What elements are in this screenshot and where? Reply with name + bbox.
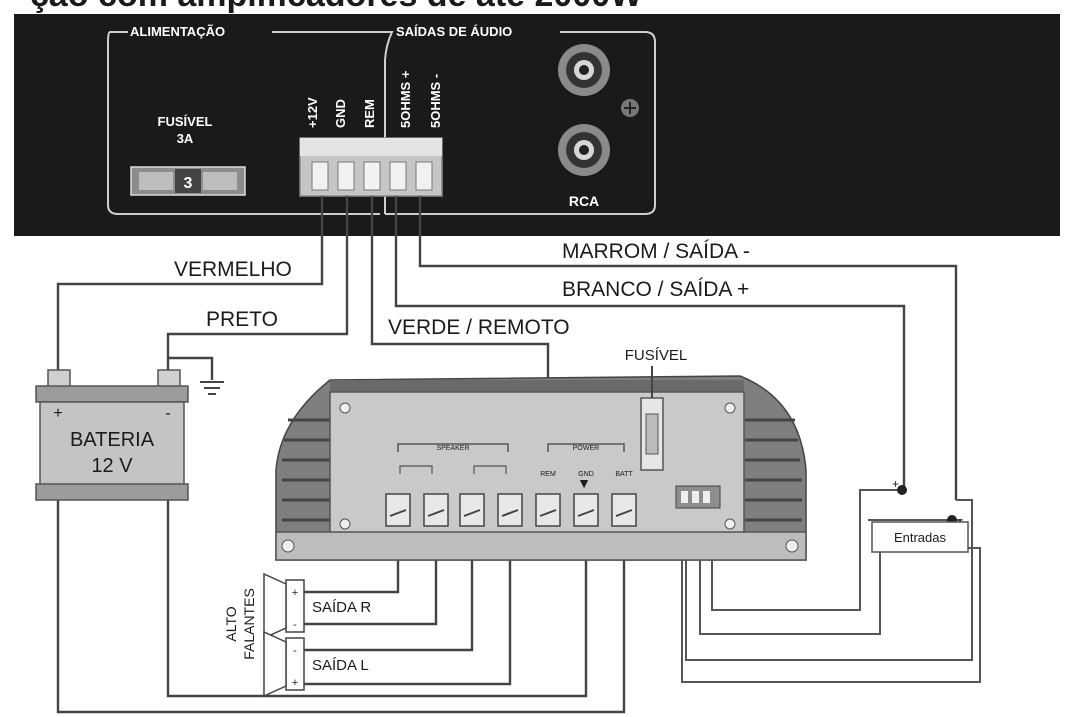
fuse-value: 3 [184, 175, 193, 192]
head-unit-panel: ALIMENTAÇÃO SAÍDAS DE ÁUDIO FUSÍVEL 3A 3… [14, 14, 1060, 236]
svg-text:-: - [165, 405, 170, 422]
battery-label: BATERIA [70, 429, 155, 451]
svg-text:+: + [292, 587, 298, 599]
inputs-box: + - [871, 477, 969, 553]
ground-arrow-icon: ▼ [577, 475, 591, 491]
rca-jack-bottom-icon [558, 124, 610, 176]
speakers-group-label: ALTO [223, 606, 239, 641]
fuse-label: FUSÍVEL [158, 114, 213, 129]
speaker-left-label: SAÍDA L [312, 657, 369, 674]
svg-text:-: - [293, 619, 297, 631]
speakers-group-label-2: FALANTES [241, 588, 257, 660]
amplifier-icon [275, 375, 807, 561]
audio-group-label: SAÍDAS DE ÁUDIO [396, 24, 512, 39]
power-group-label: ALIMENTAÇÃO [130, 24, 225, 39]
amp-terminal-label-gnd: GND [578, 471, 594, 478]
speaker-right-icon: + - [263, 572, 305, 640]
amp-terminal-strip [385, 493, 637, 527]
fuse-rating: 3A [177, 131, 194, 146]
terminal-block [299, 137, 443, 197]
amp-terminal-label-batt: BATT [615, 471, 633, 478]
ground-screw-icon [621, 99, 639, 117]
battery-icon: + - [35, 369, 189, 501]
svg-text:+: + [53, 405, 62, 422]
svg-text:-: - [958, 511, 963, 528]
wire-label-white: BRANCO / SAÍDA + [562, 278, 749, 301]
svg-text:-: - [293, 645, 297, 657]
wire-label-brown: MARROM / SAÍDA - [562, 240, 750, 263]
battery-voltage: 12 V [91, 455, 133, 477]
amp-power-group-label: POWER [573, 445, 599, 452]
amp-speaker-group-label: SPEAKER [436, 445, 469, 452]
terminal-label-5ohms-minus: 5OHMS - [428, 74, 443, 128]
speaker-right-label: SAÍDA R [312, 599, 371, 616]
terminal-label-5ohms-plus: 5OHMS + [398, 70, 413, 128]
speaker-left-icon: - + [263, 630, 305, 698]
terminal-label-rem: REM [362, 99, 377, 128]
wire-label-green: VERDE / REMOTO [388, 316, 570, 339]
svg-text:+: + [292, 677, 298, 689]
inputs-label: Entradas [894, 530, 947, 545]
rca-label: RCA [569, 193, 599, 209]
svg-text:+: + [892, 477, 899, 491]
terminal-label-gnd: GND [333, 99, 348, 128]
amp-terminal-label-rem: REM [540, 471, 556, 478]
terminal-label-12v: +12V [305, 97, 320, 128]
rca-jack-top-icon [558, 44, 610, 96]
amp-fuse-label: FUSÍVEL [625, 347, 688, 364]
wire-label-black: PRETO [206, 308, 278, 331]
fuse-icon [130, 166, 246, 196]
wire-label-red: VERMELHO [174, 258, 292, 281]
page-title: ção com amplificadores de até 2000W [30, 0, 643, 14]
